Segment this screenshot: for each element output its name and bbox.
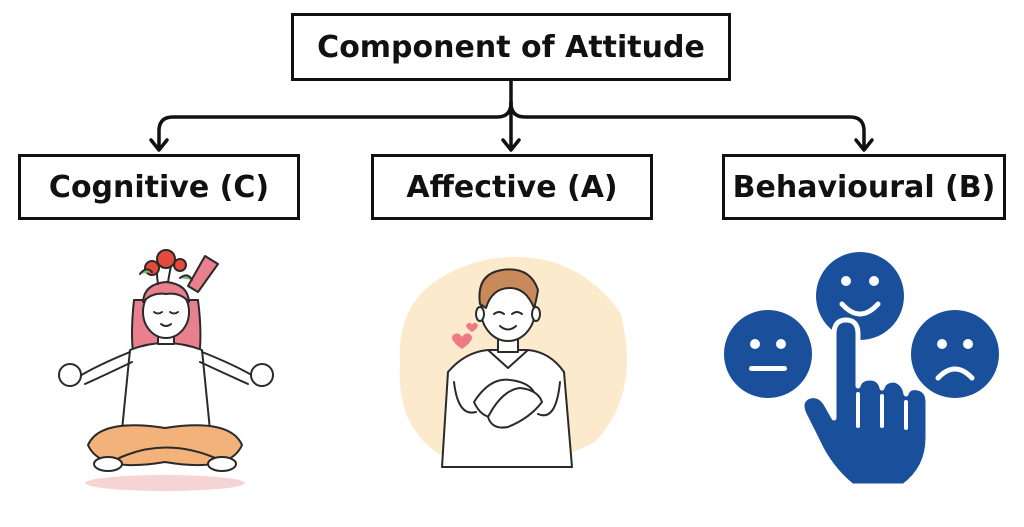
cognitive-node-label: Cognitive (C) [48,169,270,205]
neutral-face-icon [724,310,812,398]
cognitive-node-box: Cognitive (C) [18,154,300,220]
affective-node-label: Affective (A) [406,169,618,205]
hand-selecting-smiley-faces-illustration [724,252,999,489]
root-node-box: Component of Attitude [291,13,731,81]
happy-face-icon [816,252,904,340]
meditating-woman-flowers-illustration [58,249,274,491]
arrowhead-cognitive [149,138,169,152]
heart-icon [466,322,478,332]
man-hands-on-heart-illustration [399,256,628,468]
heart-icon [452,333,472,349]
pointing-hand-icon [799,317,931,489]
sad-face-icon [911,310,999,398]
behavioural-node-box: Behavioural (B) [722,154,1006,220]
arrowhead-affective [501,138,521,152]
connector-to-cognitive [157,101,513,150]
arrowhead-behavioural [854,138,874,152]
behavioural-node-label: Behavioural (B) [732,169,996,205]
root-node-label: Component of Attitude [317,29,705,65]
affective-node-box: Affective (A) [371,154,653,220]
connector-to-behavioural [509,101,866,150]
